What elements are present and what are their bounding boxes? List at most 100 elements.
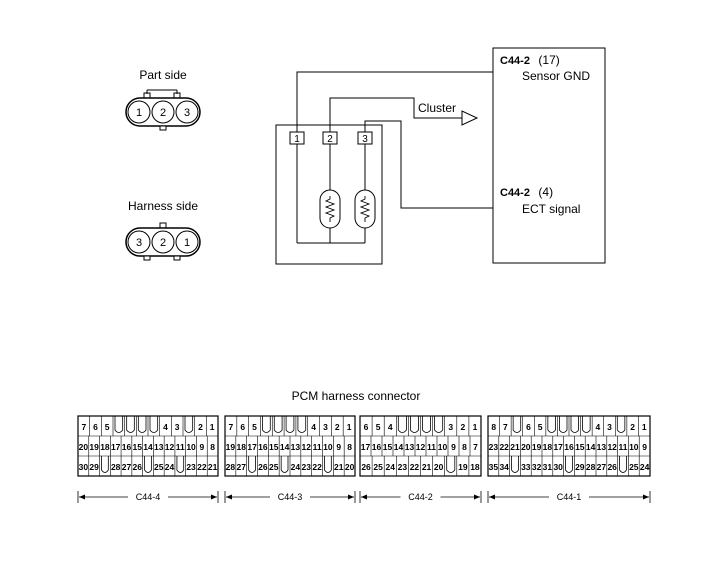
keyway-slot	[410, 416, 419, 433]
pin-label: 30	[553, 462, 563, 472]
connector-name: C44-4	[136, 492, 161, 502]
keyway-slot	[262, 416, 271, 433]
pin-label: 14	[394, 442, 404, 452]
pin-label: 11	[313, 442, 322, 452]
pin-label: 34	[499, 462, 509, 472]
pin-label: 23	[302, 462, 312, 472]
keyway-slot	[511, 456, 519, 473]
pin-label: 17	[553, 442, 563, 452]
pin-label: 16	[122, 442, 132, 452]
pin-label: 16	[372, 442, 382, 452]
pin-label: 12	[416, 442, 426, 452]
harness-pin-1: 1	[184, 237, 190, 249]
pcm-pin-4-connector: C44-2	[500, 187, 530, 199]
keyway-slot	[570, 416, 579, 433]
pin-label: 11	[427, 442, 436, 452]
pin-label: 13	[597, 442, 607, 452]
part-side-connector: 1 2 3	[125, 89, 201, 131]
pin-label: 8	[462, 442, 467, 452]
keyway-slot	[149, 416, 159, 433]
pin-label: 23	[398, 462, 408, 472]
arrow-left-icon	[79, 494, 85, 500]
pin-label: 32	[532, 462, 542, 472]
pin-label: 14	[586, 442, 596, 452]
pin-label: 29	[575, 462, 585, 472]
pin-label: 7	[81, 422, 86, 432]
pin-label: 19	[226, 442, 236, 452]
keyway-slot	[273, 416, 283, 433]
pcm-pin-17-number: (17)	[538, 53, 559, 67]
pin-label: 2	[460, 422, 465, 432]
harness-connector-title: PCM harness connector	[292, 389, 421, 403]
keyway-slot	[184, 416, 194, 433]
pin-label: 15	[269, 442, 279, 452]
harness-side-connector: 3 2 1	[125, 222, 201, 261]
keyway-slot	[176, 456, 185, 473]
pin-label: 2	[335, 422, 340, 432]
terminal-3: 3	[362, 134, 368, 145]
pin-label: 12	[607, 442, 617, 452]
pin-label: 20	[434, 462, 444, 472]
keyway-slot	[144, 456, 152, 473]
harness-pin-3: 3	[136, 237, 142, 249]
pin-label: 17	[111, 442, 121, 452]
arrow-right-icon	[474, 494, 480, 500]
pin-label: 15	[383, 442, 393, 452]
pin-label: 3	[175, 422, 180, 432]
pin-label: 18	[237, 442, 247, 452]
pin-label: 1	[642, 422, 647, 432]
keyway-slot	[616, 416, 626, 433]
part-pin-3: 3	[184, 107, 190, 119]
keyway-slot	[565, 456, 573, 473]
keyway-slot	[101, 456, 109, 473]
pin-label: 27	[597, 462, 607, 472]
pin-label: 4	[596, 422, 601, 432]
pin-label: 2	[198, 422, 203, 432]
keyway-slot	[324, 456, 332, 473]
pin-label: 22	[197, 462, 207, 472]
keyway-slot	[137, 416, 147, 433]
keyway-slot	[285, 416, 295, 433]
pin-label: 28	[586, 462, 596, 472]
pin-label: 30	[79, 462, 89, 472]
pin-label: 1	[210, 422, 215, 432]
pin-label: 6	[526, 422, 531, 432]
part-side-label: Part side	[139, 68, 187, 82]
pin-label: 26	[132, 462, 142, 472]
harness-pin-2: 2	[160, 237, 166, 249]
pin-label: 22	[410, 462, 420, 472]
pin-label: 25	[629, 462, 639, 472]
keyway-slot	[397, 416, 407, 433]
arrow-left-icon	[489, 494, 495, 500]
pin-label: 10	[323, 442, 333, 452]
keyway-slot	[512, 416, 522, 433]
pin-label: 3	[607, 422, 612, 432]
keyway-slot	[547, 416, 556, 433]
arrow-right-icon	[643, 494, 649, 500]
keyway-slot	[619, 456, 627, 473]
pin-label: 1	[347, 422, 352, 432]
keyway-slot	[422, 416, 431, 433]
keyway-slot	[582, 416, 591, 433]
sensor-gnd-label: Sensor GND	[522, 69, 590, 83]
pin-label: 2	[630, 422, 635, 432]
pin-label: 5	[105, 422, 110, 432]
pin-label: 24	[640, 462, 650, 472]
pin-label: 24	[291, 462, 301, 472]
pin-label: 20	[79, 442, 89, 452]
pin-label: 9	[642, 442, 647, 452]
pin-label: 24	[386, 462, 396, 472]
pcm-pin-17-ref: C44-2 (17)	[500, 51, 560, 68]
pin-label: 4	[311, 422, 316, 432]
pin-label: 6	[93, 422, 98, 432]
pin-label: 5	[376, 422, 381, 432]
pin-label: 21	[422, 462, 432, 472]
pin-label: 26	[607, 462, 617, 472]
connector-name: C44-2	[408, 492, 433, 502]
pin-label: 8	[491, 422, 496, 432]
pin-label: 25	[373, 462, 383, 472]
